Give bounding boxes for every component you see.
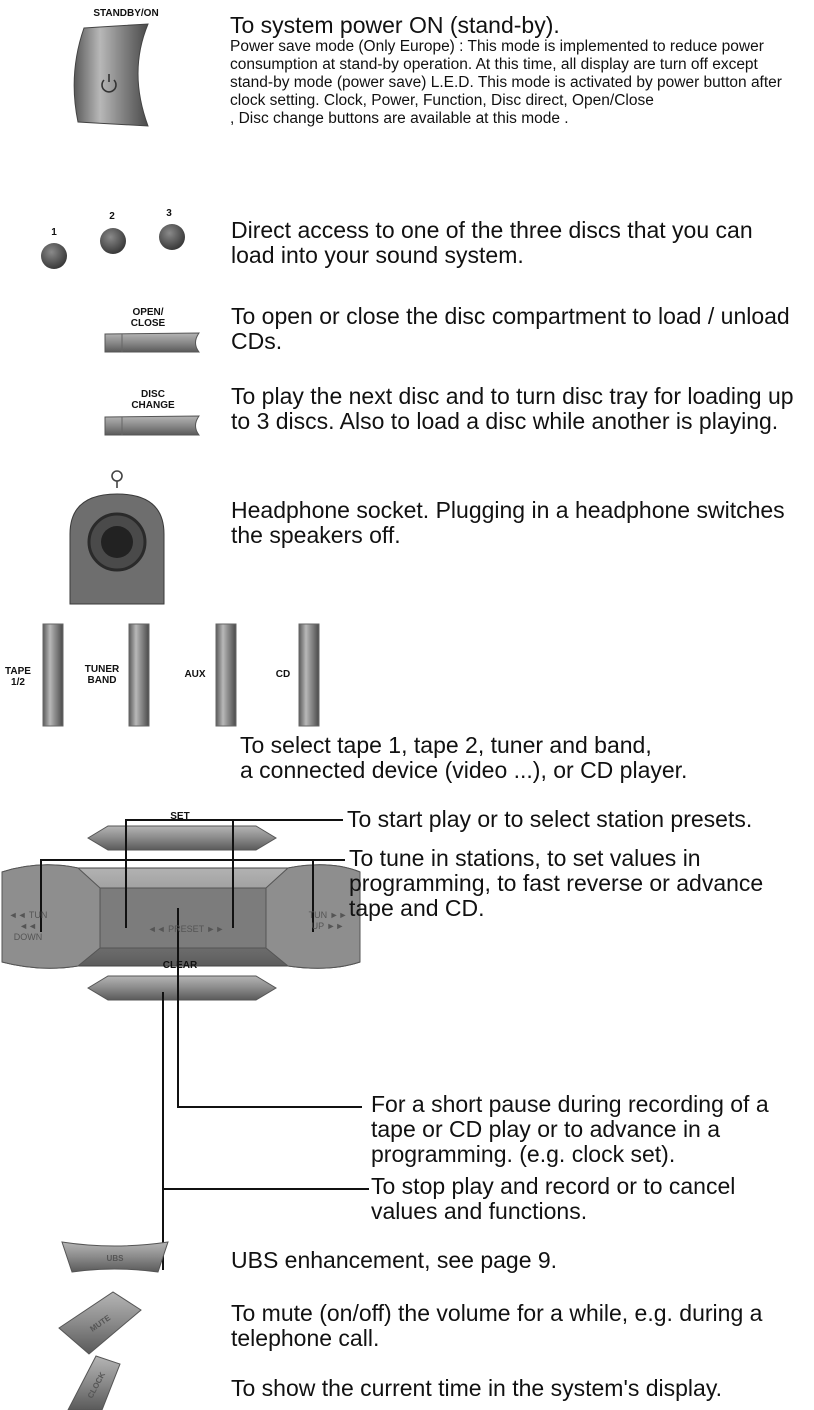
disc-3-button[interactable] <box>158 223 188 253</box>
disc-change-button[interactable] <box>104 415 201 437</box>
standby-label: STANDBY/ON <box>93 8 159 19</box>
set-label: SET <box>170 811 190 822</box>
functions-description-line2: a connected device (video ...), or CD pl… <box>240 757 688 783</box>
callout-preset: To start play or to select station prese… <box>347 806 753 832</box>
open-close-description: To open or close the disc compartment to… <box>231 303 790 354</box>
disc-change-label-line1: DISC <box>141 389 165 400</box>
tuner-label-line2: BAND <box>87 675 117 686</box>
callout-clear: To stop play and record or to cancel val… <box>371 1173 736 1224</box>
tun-down-label: ◄◄ TUN ◄◄ DOWN <box>6 910 50 943</box>
preset-label: ◄◄ PRESET ►► <box>147 924 225 934</box>
disc-3-label: 3 <box>166 208 172 219</box>
aux-label: AUX <box>184 669 206 680</box>
disc-1-label: 1 <box>51 227 57 238</box>
functions-description-line1: To select tape 1, tape 2, tuner and band… <box>240 732 652 758</box>
preset-button[interactable] <box>99 887 267 949</box>
standby-note-tail: , Disc change buttons are available at t… <box>230 110 569 127</box>
disc-1-button[interactable] <box>40 242 70 272</box>
disc-change-label: DISC CHANGE <box>118 389 188 411</box>
aux-button[interactable] <box>215 623 237 728</box>
standby-note: Power save mode (Only Europe) : This mod… <box>230 38 782 109</box>
open-close-label: OPEN/ CLOSE <box>118 307 178 329</box>
tun-down-label-line2: ◄◄ DOWN <box>13 921 43 942</box>
control-pad-diagram <box>1 819 362 1270</box>
tape-label-line1: TAPE <box>5 666 31 677</box>
tun-up-label: TUN ►► UP ►► <box>306 910 350 932</box>
standby-title: To system power ON (stand-by). <box>230 12 560 38</box>
power-icon <box>101 74 117 93</box>
clear-label: CLEAR <box>162 960 198 971</box>
disc-2-label: 2 <box>109 211 115 222</box>
cd-button[interactable] <box>298 623 320 728</box>
tuner-band-label: TUNER BAND <box>80 664 124 686</box>
ubs-button[interactable]: UBS <box>60 1240 170 1274</box>
tun-up-label-line1: TUN ►► <box>308 910 348 920</box>
clock-button[interactable]: CLOCK <box>62 1352 132 1410</box>
open-close-button[interactable] <box>104 332 201 354</box>
tun-up-label-line2: UP ►► <box>311 921 345 931</box>
functions-description: To select tape 1, tape 2, tuner and band… <box>240 733 800 783</box>
standby-description: To system power ON (stand-by). Power sav… <box>230 12 805 128</box>
headphone-socket[interactable] <box>66 466 168 606</box>
standby-button[interactable] <box>70 22 150 130</box>
headphone-icon <box>111 470 123 488</box>
tape-label-line2: 1/2 <box>11 677 25 688</box>
ubs-label: UBS <box>107 1254 125 1263</box>
callout-tune: To tune in stations, to set values in pr… <box>349 845 764 921</box>
set-button[interactable] <box>87 825 277 851</box>
callout-lines <box>40 819 362 1270</box>
disc-change-label-line2: CHANGE <box>131 400 175 411</box>
disc-2-button[interactable] <box>99 227 129 257</box>
clear-callout-line <box>163 1188 369 1190</box>
ubs-description: UBS enhancement, see page 9. <box>231 1247 558 1273</box>
tun-down-label-line1: ◄◄ TUN <box>8 910 48 920</box>
open-close-label-line1: OPEN/ <box>132 307 164 318</box>
headphone-description: Headphone socket. Plugging in a headphon… <box>231 497 785 548</box>
discs-description: Direct access to one of the three discs … <box>231 217 753 268</box>
mute-description: To mute (on/off) the volume for a while,… <box>231 1300 763 1351</box>
tape-button[interactable] <box>42 623 64 728</box>
callout-set: For a short pause during recording of a … <box>371 1091 769 1167</box>
tuner-band-button[interactable] <box>128 623 150 728</box>
mute-button[interactable]: MUTE <box>55 1290 145 1356</box>
clear-button[interactable] <box>87 975 277 1001</box>
tape-label: TAPE 1/2 <box>0 666 36 688</box>
open-close-label-line2: CLOSE <box>130 318 166 329</box>
cd-label: CD <box>275 669 291 680</box>
tuner-label-line1: TUNER <box>84 664 120 675</box>
disc-change-description: To play the next disc and to turn disc t… <box>231 383 794 434</box>
clock-description: To show the current time in the system's… <box>231 1375 722 1401</box>
